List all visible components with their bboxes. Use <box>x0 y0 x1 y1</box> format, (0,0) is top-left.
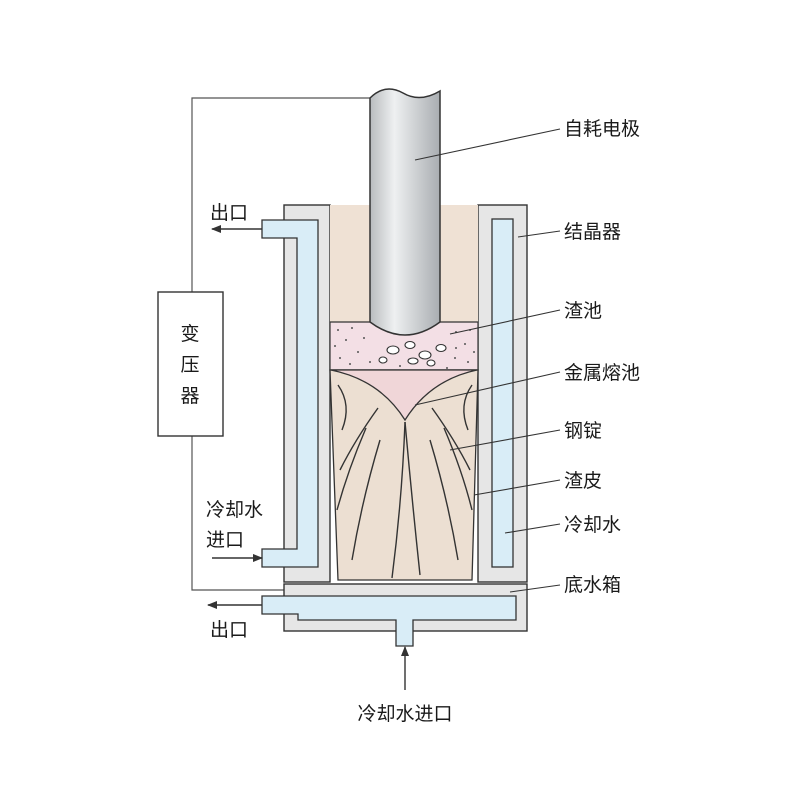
label-ingot: 钢锭 <box>564 420 602 442</box>
bottom-tank-channel <box>261 595 517 647</box>
transformer-box <box>157 291 224 437</box>
consumable-electrode <box>369 88 441 336</box>
label-inlet-side-line1: 冷却水 <box>206 499 263 521</box>
label-slag-skin: 渣皮 <box>564 470 602 492</box>
solidification-lines <box>336 384 473 579</box>
slag-bubbles <box>378 340 447 367</box>
label-inlet-side-line2: 进口 <box>206 529 244 551</box>
metal-molten-pool <box>330 369 478 422</box>
label-bottom-tank: 底水箱 <box>564 574 621 596</box>
label-electrode: 自耗电极 <box>564 118 640 140</box>
label-slag-pool: 渣池 <box>564 300 602 322</box>
label-inlet-bottom: 冷却水进口 <box>357 703 452 725</box>
transformer-char-1: 变 <box>180 323 199 345</box>
leader-lines <box>414 128 561 593</box>
label-metal-pool: 金属熔池 <box>564 362 640 384</box>
circuit-wire-top <box>191 97 372 292</box>
transformer-char-2: 压 <box>180 354 199 376</box>
label-mold: 结晶器 <box>564 221 621 243</box>
transformer-char-3: 器 <box>180 385 199 407</box>
label-outlet-bottom: 出口 <box>210 619 248 641</box>
label-cooling-water: 冷却水 <box>564 514 621 536</box>
mold-water-channel-left <box>261 219 319 568</box>
circuit-wire-bottom <box>191 436 284 591</box>
mold-water-channel-right <box>491 218 514 568</box>
label-outlet-top: 出口 <box>210 202 248 224</box>
